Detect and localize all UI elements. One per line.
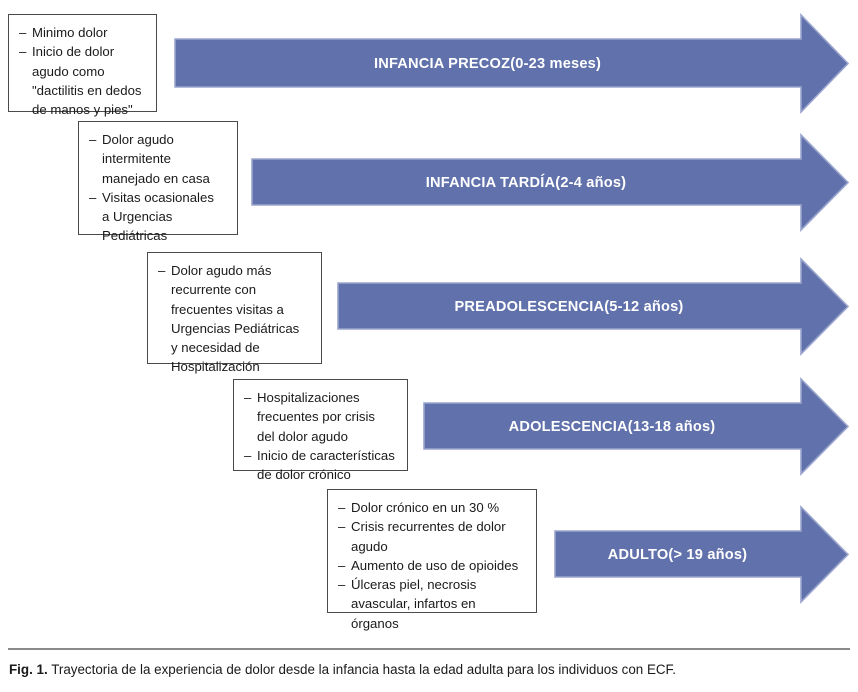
callout-box-adolescencia: Hospitalizaciones frecuentes por crisis … bbox=[233, 379, 408, 482]
list-item: Inicio de dolor agudo como "dactilitis e… bbox=[19, 42, 147, 119]
callout-box-adulto: Dolor crónico en un 30 % Crisis recurren… bbox=[327, 489, 537, 631]
list-item: Dolor agudo más recurrente con frecuente… bbox=[158, 261, 312, 377]
list-item: Dolor agudo intermitente manejado en cas… bbox=[89, 130, 228, 188]
arrow-infancia-tardia[interactable]: INFANCIA TARDÍA (2-4 años) bbox=[251, 133, 850, 232]
bullet-list: Dolor agudo intermitente manejado en cas… bbox=[89, 130, 228, 246]
list-item: Crisis recurrentes de dolor agudo bbox=[338, 517, 527, 556]
callout-box-preadolescencia: Dolor agudo más recurrente con frecuente… bbox=[147, 252, 322, 374]
bullet-list: Dolor agudo más recurrente con frecuente… bbox=[158, 261, 312, 377]
list-item: Dolor crónico en un 30 % bbox=[338, 498, 527, 518]
arrow-shape bbox=[554, 505, 850, 604]
list-item: Visitas ocasionales a Urgencias Pediátri… bbox=[89, 188, 228, 246]
figure-caption: Fig. 1. Trayectoria de la experiencia de… bbox=[9, 661, 848, 678]
list-item: Aumento de uso de opioides bbox=[338, 556, 527, 576]
arrow-shape bbox=[337, 257, 850, 356]
bullet-list: Minimo dolor Inicio de dolor agudo como … bbox=[19, 23, 147, 119]
arrow-adolescencia[interactable]: ADOLESCENCIA (13-18 años) bbox=[423, 377, 850, 476]
bullet-list: Dolor crónico en un 30 % Crisis recurren… bbox=[338, 498, 527, 633]
arrow-preadolescencia[interactable]: PREADOLESCENCIA (5-12 años) bbox=[337, 257, 850, 356]
arrow-shape bbox=[251, 133, 850, 232]
list-item: Inicio de características de dolor cróni… bbox=[244, 446, 398, 485]
figure-number: Fig. 1. bbox=[9, 662, 48, 677]
bullet-list: Hospitalizaciones frecuentes por crisis … bbox=[244, 388, 398, 484]
callout-box-infancia-precoz: Minimo dolor Inicio de dolor agudo como … bbox=[8, 14, 157, 117]
figure-caption-text: Trayectoria de la experiencia de dolor d… bbox=[51, 662, 676, 677]
list-item: Hospitalizaciones frecuentes por crisis … bbox=[244, 388, 398, 446]
list-item: Minimo dolor bbox=[19, 23, 147, 43]
arrow-infancia-precoz[interactable]: INFANCIA PRECOZ (0-23 meses) bbox=[174, 13, 850, 114]
arrow-shape bbox=[174, 13, 850, 114]
arrow-shape bbox=[423, 377, 850, 476]
arrow-adulto[interactable]: ADULTO (> 19 años) bbox=[554, 505, 850, 604]
callout-box-infancia-tardia: Dolor agudo intermitente manejado en cas… bbox=[78, 121, 238, 243]
list-item: Úlceras piel, necrosis avascular, infart… bbox=[338, 575, 527, 633]
caption-divider bbox=[8, 648, 850, 650]
